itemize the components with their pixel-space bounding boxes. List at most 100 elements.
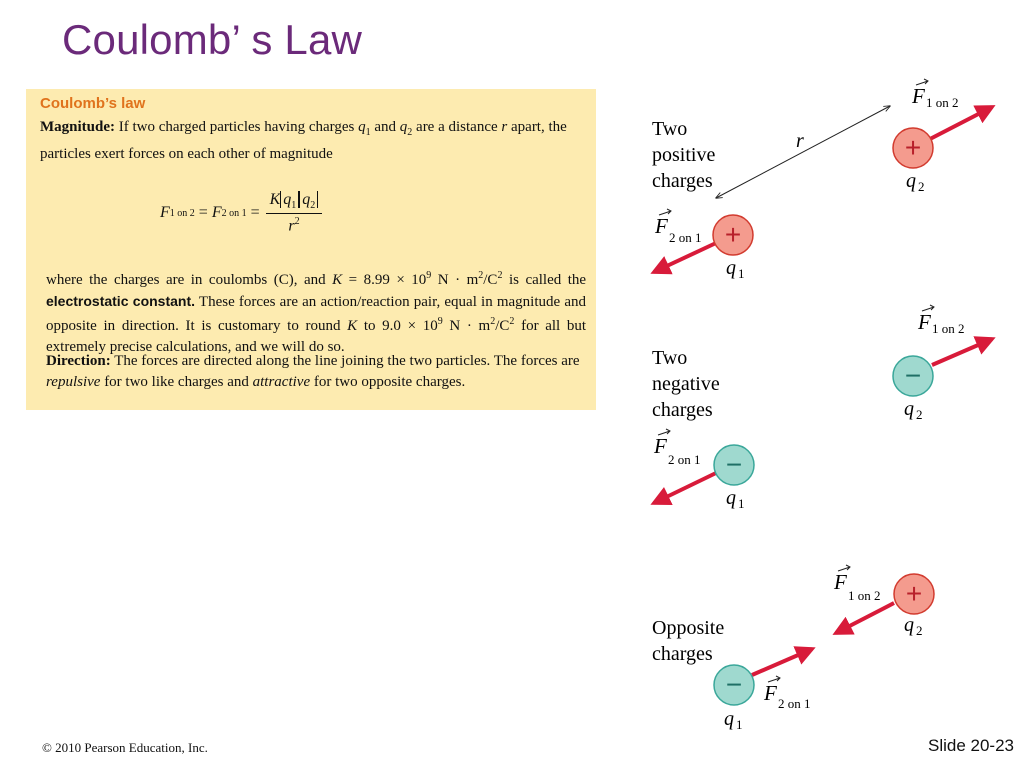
magnitude-paragraph: Magnitude: If two charged particles havi… (40, 117, 585, 164)
minus-icon: − (726, 669, 742, 700)
abs-q2: q2 (299, 191, 319, 212)
q2-sub: 2 (407, 127, 413, 138)
k-symbol: K (332, 272, 343, 288)
force-arrow-2on1-negative (650, 471, 717, 506)
positive-charge-q2 (893, 573, 935, 615)
direction-text: for two opposite charges. (313, 373, 466, 390)
k-symbol: K (347, 318, 358, 334)
label-opposite: Opposite (652, 617, 724, 639)
label-charges: charges (652, 643, 713, 665)
constant-text: These forces are an action/reaction pair… (46, 293, 586, 335)
charge-label-q: q (726, 487, 736, 509)
force-label-f: F (833, 570, 847, 594)
label-charges: charges (652, 170, 713, 192)
negative-charge-q1 (713, 444, 755, 486)
sq-sup: 2 (497, 270, 503, 281)
vector-arrow-icon (658, 208, 672, 216)
formula-f: F (160, 204, 170, 222)
direction-paragraph: Direction: The forces are directed along… (46, 351, 586, 392)
formula-q2: q (302, 191, 311, 208)
sq-sup: 2 (509, 316, 515, 327)
vector-arrow-icon (921, 304, 935, 312)
force-label-f: F (653, 434, 667, 458)
vector-accents (657, 78, 935, 683)
formula-q1: q (283, 191, 292, 208)
force-label-f: F (917, 310, 931, 334)
constant-text: N · m (449, 318, 491, 334)
plus-icon: + (905, 132, 921, 163)
charge-label-q: q (906, 170, 916, 192)
charge-sub-1: 1 (738, 496, 745, 511)
slide-number: Slide 20-23 (927, 736, 1014, 755)
formula-q2-sub: 2 (310, 200, 316, 212)
direction-text: The forces are directed along the line j… (114, 353, 580, 369)
charge-sub-1: 1 (736, 717, 743, 732)
and-text: and (374, 119, 397, 135)
exp-sup: 9 (437, 316, 443, 327)
force-arrow-1on2-positive (929, 105, 996, 141)
force-label-f: F (763, 681, 777, 705)
force-label-f: F (911, 84, 925, 108)
formula-r-sup: 2 (294, 216, 300, 228)
formula-sub: 1 on 2 (169, 207, 195, 219)
charges-diagram: Two positive charges r + F 1 on 2 q 2 + … (650, 78, 996, 732)
distance-r-label: r (796, 130, 804, 152)
two-positive-group: Two positive charges r + F 1 on 2 q 2 + … (650, 84, 996, 281)
direction-label: Direction: (46, 353, 111, 369)
formula-r: r (288, 217, 295, 235)
constant-text: is called the (508, 272, 587, 288)
two-negative-group: Two negative charges − F 1 on 2 q 2 − F … (650, 310, 996, 511)
magnitude-text: are a distance (416, 119, 498, 135)
label-positive: positive (652, 144, 715, 166)
formula-eq: = (250, 204, 260, 222)
q1-sub: 1 (365, 127, 371, 138)
magnitude-label: Magnitude: (40, 119, 115, 135)
force-sub-2on1: 2 on 1 (668, 452, 701, 467)
direction-text: for two like charges and (104, 373, 249, 390)
electrostatic-constant-label: electrostatic constant. (46, 292, 196, 309)
charge-label-q: q (726, 257, 736, 279)
abs-q1: q1 (280, 191, 300, 212)
negative-charge-q2 (892, 355, 934, 397)
charge-sub-2: 2 (916, 623, 923, 638)
charge-sub-1: 1 (738, 266, 745, 281)
magnitude-text: If two charged particles having charges (118, 119, 355, 135)
vector-arrow-icon (767, 675, 781, 683)
opposite-charges-group: Opposite charges + F 1 on 2 q 2 − F 2 on… (652, 570, 935, 732)
repulsive-word: repulsive (46, 373, 101, 390)
formula-f: F (211, 204, 222, 222)
minus-icon: − (905, 360, 921, 391)
force-arrow-1on2-negative (931, 336, 996, 367)
force-arrow-2on1-positive (650, 241, 717, 275)
charge-label-q: q (904, 398, 914, 420)
slide-title: Coulomb’ s Law (62, 16, 363, 63)
sq-sup: 2 (478, 270, 484, 281)
exp-sup: 9 (426, 270, 432, 281)
constant-paragraph: where the charges are in coulombs (C), a… (46, 266, 586, 357)
label-two: Two (652, 347, 687, 369)
attractive-word: attractive (252, 373, 311, 390)
formula-q1-sub: 1 (291, 200, 297, 212)
positive-charge-q1 (712, 214, 754, 256)
label-two: Two (652, 118, 687, 140)
constant-text: N · m (437, 272, 479, 288)
formula-k: K (269, 191, 281, 208)
distance-r-line (716, 106, 890, 198)
vector-arrow-icon (915, 78, 929, 86)
coulombs-law-box: Coulomb’s law Magnitude: If two charged … (26, 89, 596, 410)
charge-label-q: q (724, 708, 734, 730)
constant-text: = 8.99 × 10 (348, 272, 427, 288)
vector-arrow-icon (657, 428, 671, 436)
minus-icon: − (726, 449, 742, 480)
force-sub-2on1: 2 on 1 (778, 696, 811, 711)
label-negative: negative (652, 373, 720, 395)
plus-icon: + (725, 219, 741, 250)
constant-text: /C (483, 272, 498, 288)
formula-denominator: r2 (288, 214, 299, 235)
q2-symbol: q (399, 119, 408, 135)
force-sub-2on1: 2 on 1 (669, 230, 702, 245)
constant-text: /C (495, 318, 510, 334)
